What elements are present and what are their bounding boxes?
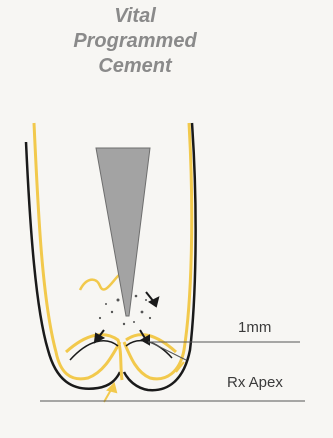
gap-measurement-label: 1mm [238, 319, 271, 336]
endodontic-file [96, 148, 150, 316]
apical-cement-curl [66, 335, 176, 380]
cement-arrows [104, 362, 184, 402]
apex-label: Rx Apex [227, 374, 283, 391]
